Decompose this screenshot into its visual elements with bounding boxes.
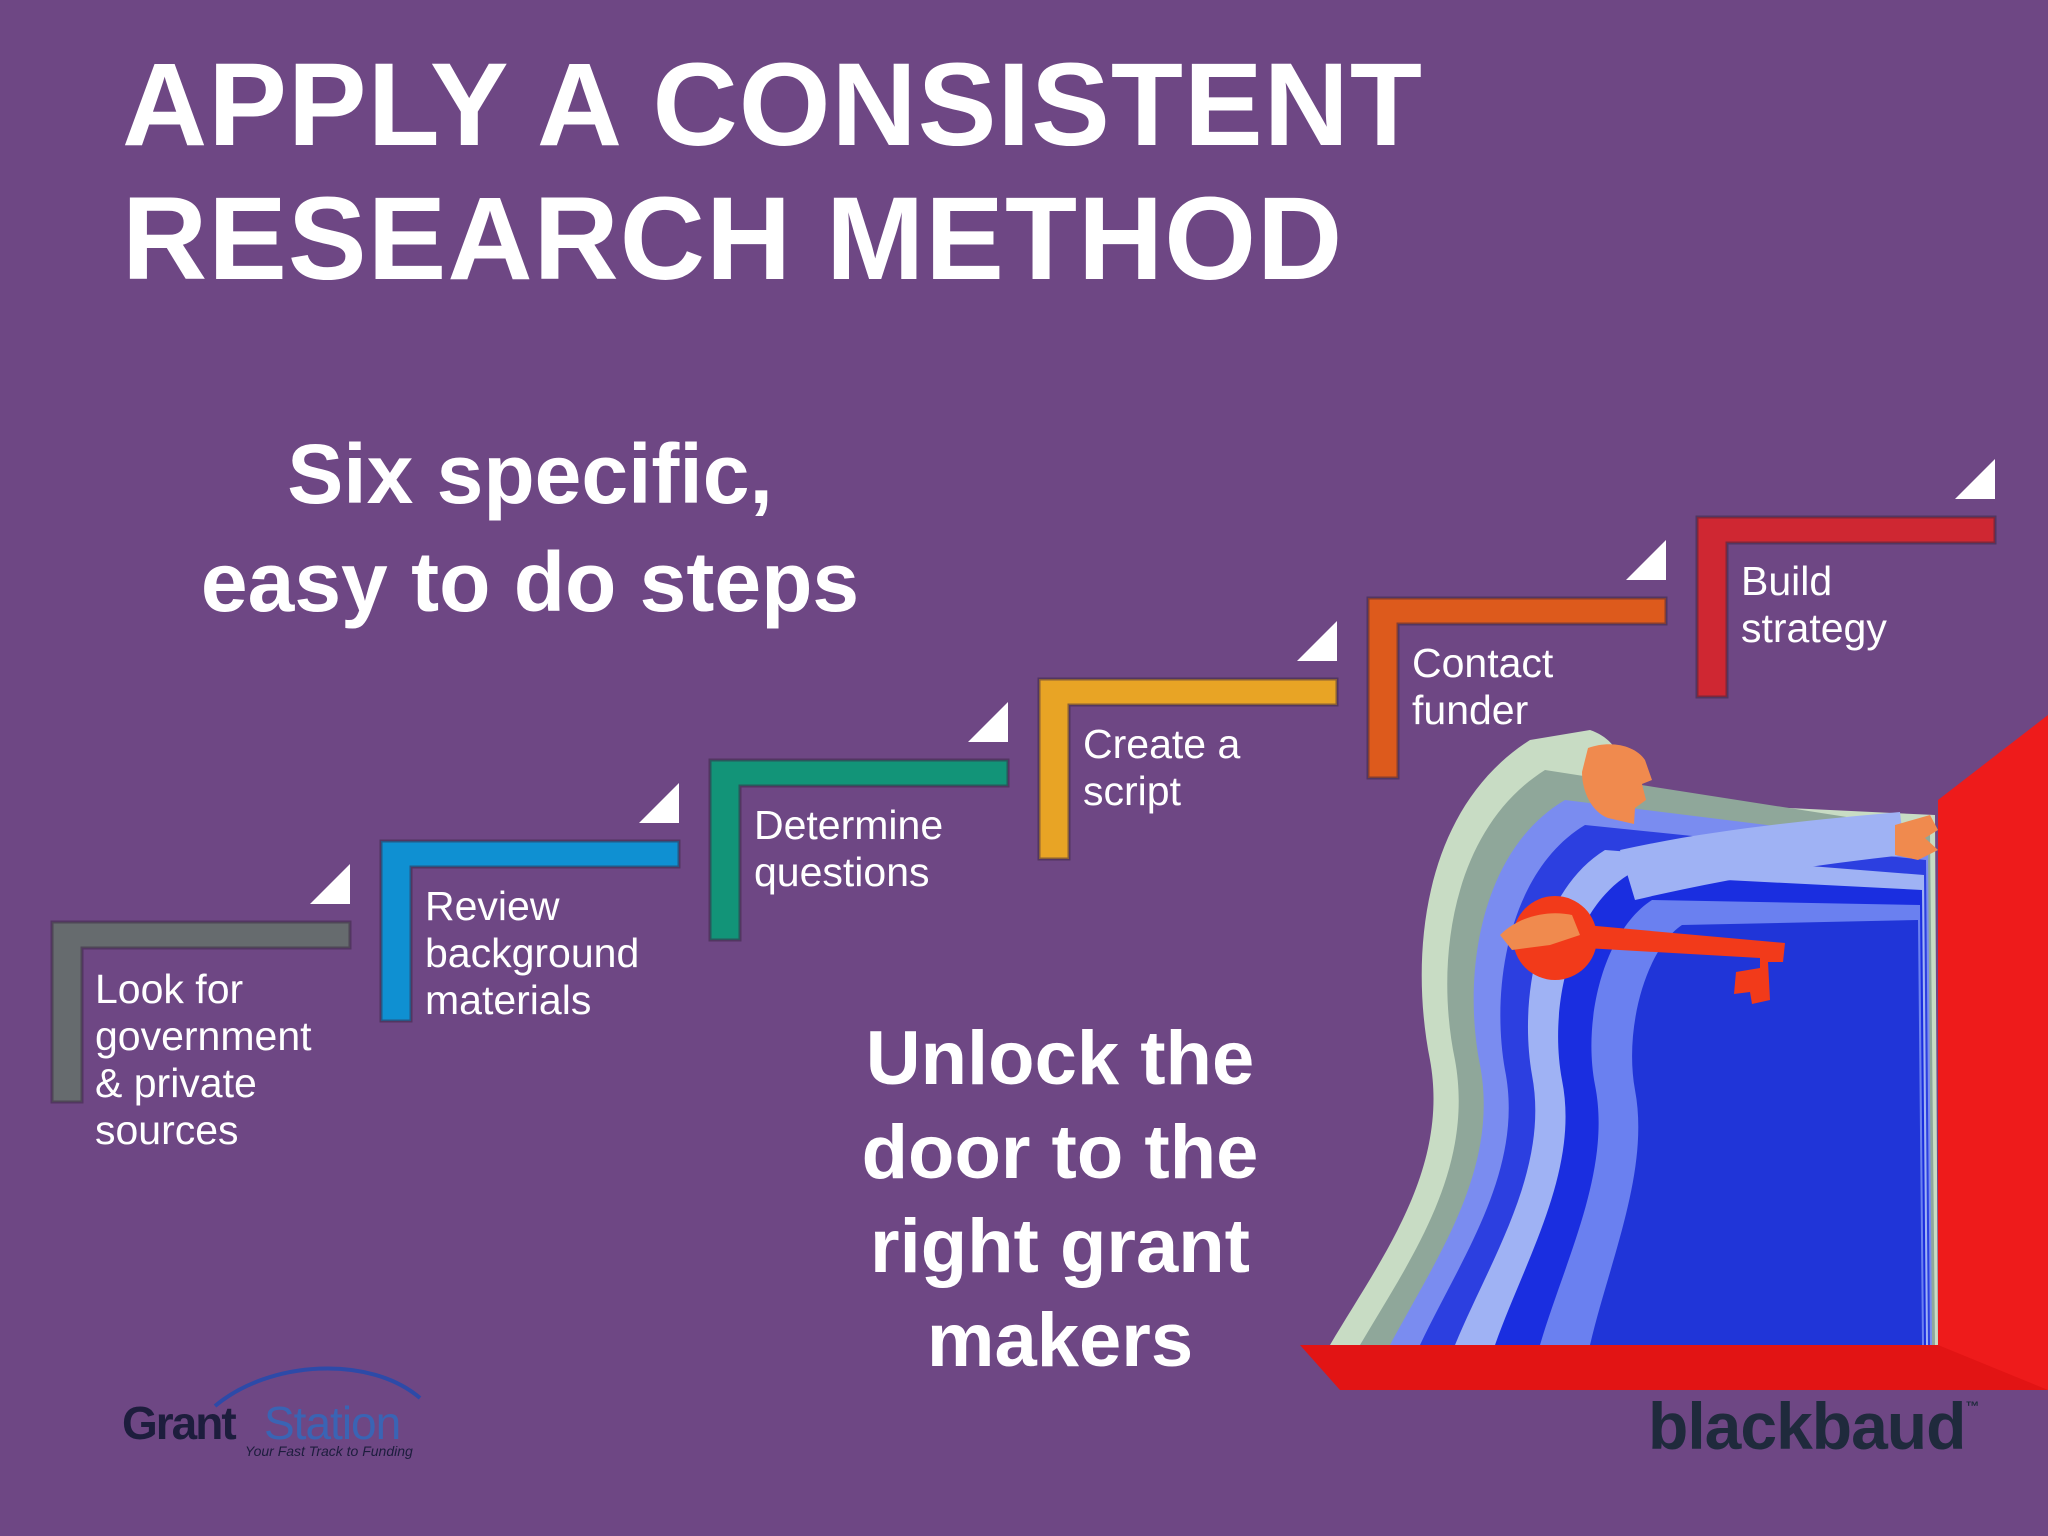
figure-unlocking-door-icon xyxy=(1300,715,2048,1390)
step-6-line-2: strategy xyxy=(1741,605,1887,651)
subtitle: Six specific, easy to do steps xyxy=(130,420,930,636)
step-2-line-1: Review xyxy=(425,883,560,929)
blackbaud-logo: blackbaud™ xyxy=(1648,1388,1979,1464)
step-5-line-1: Contact xyxy=(1412,640,1554,686)
step-4-line-1: Create a xyxy=(1083,721,1241,767)
figure-hand-key xyxy=(1500,913,1580,950)
step-2-line-3: materials xyxy=(425,977,592,1023)
page-title: APPLY A CONSISTENT RESEARCH METHOD xyxy=(122,38,1423,306)
key-shaft xyxy=(1585,925,1785,1004)
callout-line-2: door to the xyxy=(861,1110,1259,1195)
step-label-1: Look for government & private sources xyxy=(95,966,365,1154)
step-marker-icon-2 xyxy=(639,783,679,823)
figure-hand-door xyxy=(1895,815,1938,860)
callout-line-1: Unlock the xyxy=(865,1016,1255,1101)
step-label-4: Create a script xyxy=(1083,721,1353,815)
step-3-line-1: Determine xyxy=(754,802,944,848)
blackbaud-trademark: ™ xyxy=(1965,1398,1979,1414)
grantstation-word-station: Station xyxy=(264,1397,401,1449)
step-1-line-1: Look for xyxy=(95,966,244,1012)
door-panel xyxy=(1938,715,2048,1390)
step-6-line-1: Build xyxy=(1741,558,1833,604)
grantstation-arc-icon xyxy=(213,1366,422,1408)
grantstation-word-grant: Grant xyxy=(122,1397,237,1449)
step-marker-icon-6 xyxy=(1955,459,1995,499)
subtitle-line-1: Six specific, xyxy=(287,427,773,521)
step-marker-icon-5 xyxy=(1626,540,1666,580)
step-label-3: Determine questions xyxy=(754,802,1024,896)
figure-head xyxy=(1582,744,1652,824)
blackbaud-wordmark: blackbaud xyxy=(1648,1389,1966,1463)
figure-arm xyxy=(1620,812,1905,900)
step-1-line-4: sources xyxy=(95,1107,239,1153)
step-5-line-2: funder xyxy=(1412,687,1529,733)
step-label-5: Contact funder xyxy=(1412,640,1682,734)
grantstation-tagline: Your Fast Track to Funding xyxy=(245,1443,413,1459)
step-marker-icon-4 xyxy=(1297,621,1337,661)
step-1-line-2: government xyxy=(95,1013,312,1059)
step-marker-icon-3 xyxy=(968,702,1008,742)
step-label-6: Build strategy xyxy=(1741,558,2011,652)
step-label-2: Review background materials xyxy=(425,883,695,1024)
title-line-1: APPLY A CONSISTENT xyxy=(122,39,1423,171)
step-3-line-2: questions xyxy=(754,849,930,895)
step-2-line-2: background xyxy=(425,930,640,976)
step-1-line-3: & private xyxy=(95,1060,257,1106)
cloak-layer-8 xyxy=(1590,920,1922,1345)
subtitle-line-2: easy to do steps xyxy=(200,535,860,629)
grantstation-logo: Grant Station Your Fast Track to Funding xyxy=(120,1350,440,1460)
callout-line-3: right grant xyxy=(870,1204,1250,1289)
door-floor xyxy=(1300,1345,2048,1390)
title-line-2: RESEARCH METHOD xyxy=(122,173,1344,305)
callout-line-4: makers xyxy=(926,1298,1194,1383)
step-4-line-2: script xyxy=(1083,768,1181,814)
callout-text: Unlock the door to the right grant maker… xyxy=(820,1012,1300,1388)
step-marker-icon-1 xyxy=(310,864,350,904)
